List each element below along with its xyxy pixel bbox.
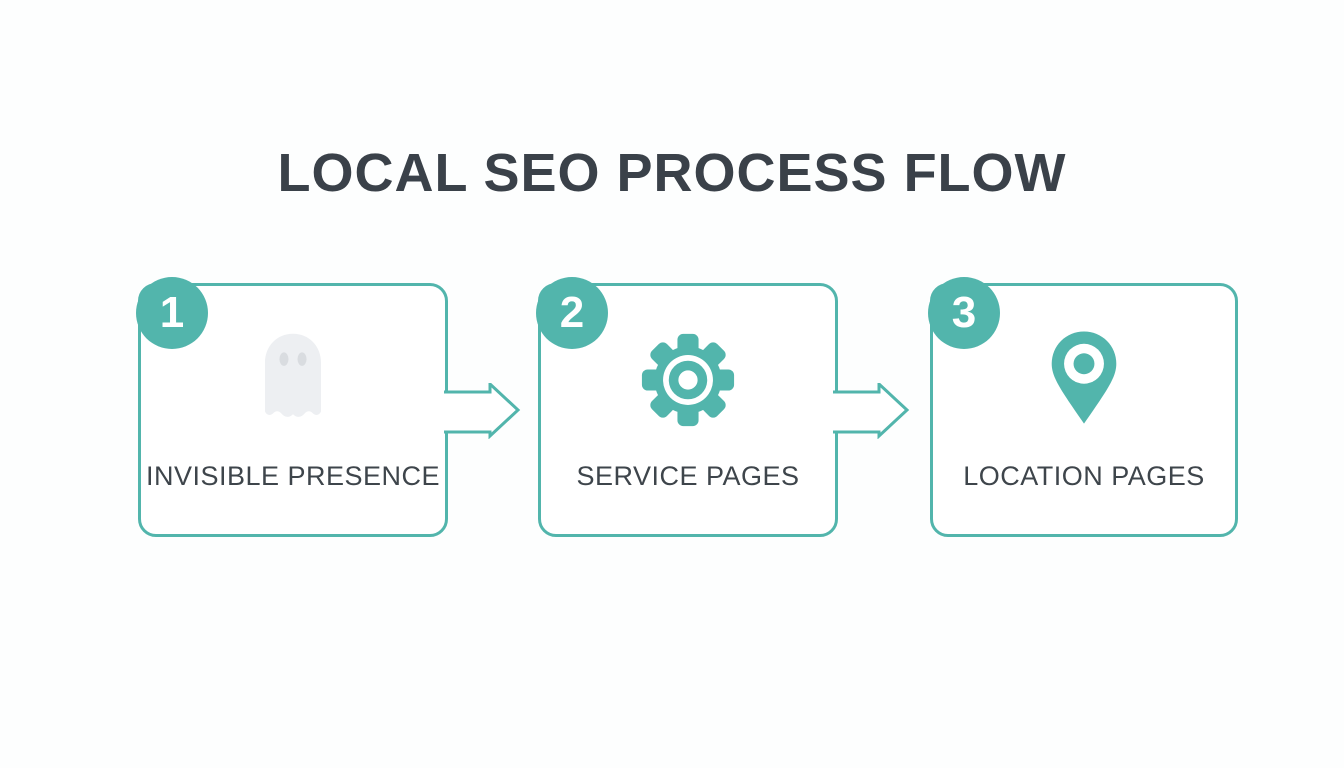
- step-label: INVISIBLE PRESENCE: [145, 461, 441, 491]
- step-label: LOCATION PAGES: [963, 461, 1205, 491]
- step-number-badge: 3: [928, 277, 1000, 349]
- flow-arrow-2-3: [833, 383, 910, 439]
- page-title: LOCAL SEO PROCESS FLOW: [277, 143, 1067, 204]
- step-number-badge: 1: [136, 277, 208, 349]
- step-number: 3: [951, 288, 977, 337]
- step-number-badge: 2: [536, 277, 608, 349]
- step-number: 2: [559, 288, 585, 337]
- step-label: SERVICE PAGES: [576, 461, 800, 491]
- step-box-invisible-presence: 1 INVISIBLE PRESENCE: [136, 277, 448, 537]
- location-pin-icon: [1046, 328, 1122, 433]
- step-number: 1: [159, 288, 185, 337]
- flow-arrow-1-2: [444, 383, 521, 439]
- ghost-icon: [261, 332, 325, 431]
- step-box-service-pages: 2 SERVICE PAGES: [536, 277, 838, 537]
- step-box-location-pages: 3 LOCATION PAGES: [928, 277, 1238, 537]
- gear-icon: [640, 332, 736, 433]
